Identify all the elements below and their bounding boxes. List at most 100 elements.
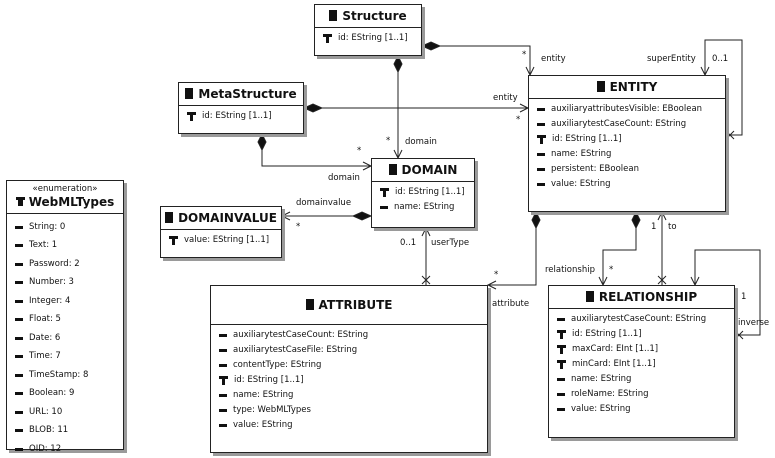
label-attribute: attribute [492,299,530,309]
literal-icon [15,392,23,396]
mult-to: 1 [651,222,657,232]
enum-literal: Password: 2 [15,255,123,274]
label-domain-structure: domain [405,137,437,147]
edge-meta-domain [261,134,371,167]
edge-inverse [694,249,761,336]
composition-diamond [393,54,403,74]
enum-literal: URL: 10 [15,403,123,422]
attribute-row: id: EString [1..1] [323,31,421,46]
literal-icon [15,318,23,322]
label-usertype: userType [431,238,470,248]
mult-domain-structure: * [386,136,391,146]
enumeration-title: WebMLTypes [7,194,123,214]
attribute-list: id: EString [1..1] [315,28,421,49]
enum-literal: String: 0 [15,218,123,237]
enum-literal: Number: 3 [15,274,123,293]
edge-structure-entity [422,45,531,75]
enum-literal: Time: 7 [15,348,123,367]
class-attribute[interactable]: ATTRIBUTE auxiliarytestCaseCount: EStrin… [210,285,488,453]
class-metastructure[interactable]: MetaStructure id: EString [1..1] [178,82,304,134]
class-title: RELATIONSHIP [549,286,734,309]
attribute-row: auxiliaryattributesVisible: EBoolean [537,102,725,117]
class-domainvalue[interactable]: DOMAINVALUE value: EString [1..1] [160,206,282,258]
key-icon [380,188,389,197]
key-icon [169,236,178,245]
literal-icon [15,299,23,303]
attribute-icon [380,206,388,209]
attribute-list: id: EString [1..1] [179,106,303,127]
composition-diamond [257,132,267,152]
label-inverse: inverse [738,318,770,328]
label-entity-meta: entity [493,93,518,103]
attribute-icon [219,394,227,397]
class-title: MetaStructure [179,83,303,106]
attribute-icon [557,408,565,411]
attribute-icon [219,334,227,337]
attribute-row: contentType: EString [219,358,487,373]
enumeration-icon [15,197,25,207]
literal-icon [15,336,23,340]
mult-superentity: 0..1 [712,54,729,64]
key-icon [537,135,546,144]
composition-diamond [531,210,541,230]
class-title: ATTRIBUTE [211,286,487,325]
attribute-row: maxCard: EInt [1..1] [557,342,734,357]
key-icon [557,345,566,354]
attribute-row: id: EString [1..1] [380,185,474,200]
class-domain[interactable]: DOMAIN id: EString [1..1] name: EString [371,158,475,228]
class-entity[interactable]: ENTITY auxiliaryattributesVisible: EBool… [528,75,726,212]
class-title: DOMAIN [372,159,474,182]
attribute-icon [557,393,565,396]
class-structure[interactable]: Structure id: EString [1..1] [314,4,422,56]
composition-diamond [351,211,373,221]
attribute-icon [219,409,227,412]
attribute-list: auxiliaryattributesVisible: EBoolean aux… [529,99,725,195]
x-marker [725,130,735,140]
attribute-list: value: EString [1..1] [161,230,281,251]
arrowhead [421,226,431,237]
mult-entity-structure: * [522,50,527,60]
enum-literal: TimeStamp: 8 [15,366,123,385]
attribute-row: persistent: EBoolean [537,162,725,177]
enum-literal: Boolean: 9 [15,385,123,404]
key-icon [323,34,332,43]
attribute-row: auxiliarytestCaseCount: EString [537,117,725,132]
attribute-row: type: WebMLTypes [219,403,487,418]
enumeration-stereotype: «enumeration» [32,184,98,194]
attribute-icon [537,123,545,126]
composition-diamond [631,210,641,230]
enum-literal: Float: 5 [15,311,123,330]
attribute-icon [537,153,545,156]
edge-entity-relationship [602,212,637,285]
attribute-icon [537,183,545,186]
class-icon [305,299,314,310]
mult-relationship: * [609,265,614,275]
edge-entity-attribute [488,212,537,286]
mult-domain-meta: * [357,146,362,156]
attribute-list: auxiliarytestCaseCount: EString id: EStr… [549,309,734,420]
class-icon [585,291,594,302]
class-title: ENTITY [529,76,725,99]
attribute-icon [219,424,227,427]
attribute-row: auxiliarytestCaseFile: EString [219,343,487,358]
class-relationship[interactable]: RELATIONSHIP auxiliarytestCaseCount: ESt… [548,285,735,438]
enum-literal: BLOB: 11 [15,422,123,441]
x-marker [657,275,667,285]
attribute-icon [219,349,227,352]
enum-literal: Text: 1 [15,237,123,256]
key-icon [219,376,228,385]
attribute-row: name: EString [219,388,487,403]
mult-usertype: 0..1 [400,238,417,248]
attribute-row: value: EString [219,418,487,433]
attribute-icon [537,108,545,111]
enum-literal: Integer: 4 [15,292,123,311]
key-icon [557,360,566,369]
enum-literal: OID: 12 [15,440,123,458]
attribute-row: minCard: EInt [1..1] [557,357,734,372]
class-icon [185,88,194,99]
label-relationship: relationship [545,265,595,275]
mult-entity-meta: * [516,115,521,125]
